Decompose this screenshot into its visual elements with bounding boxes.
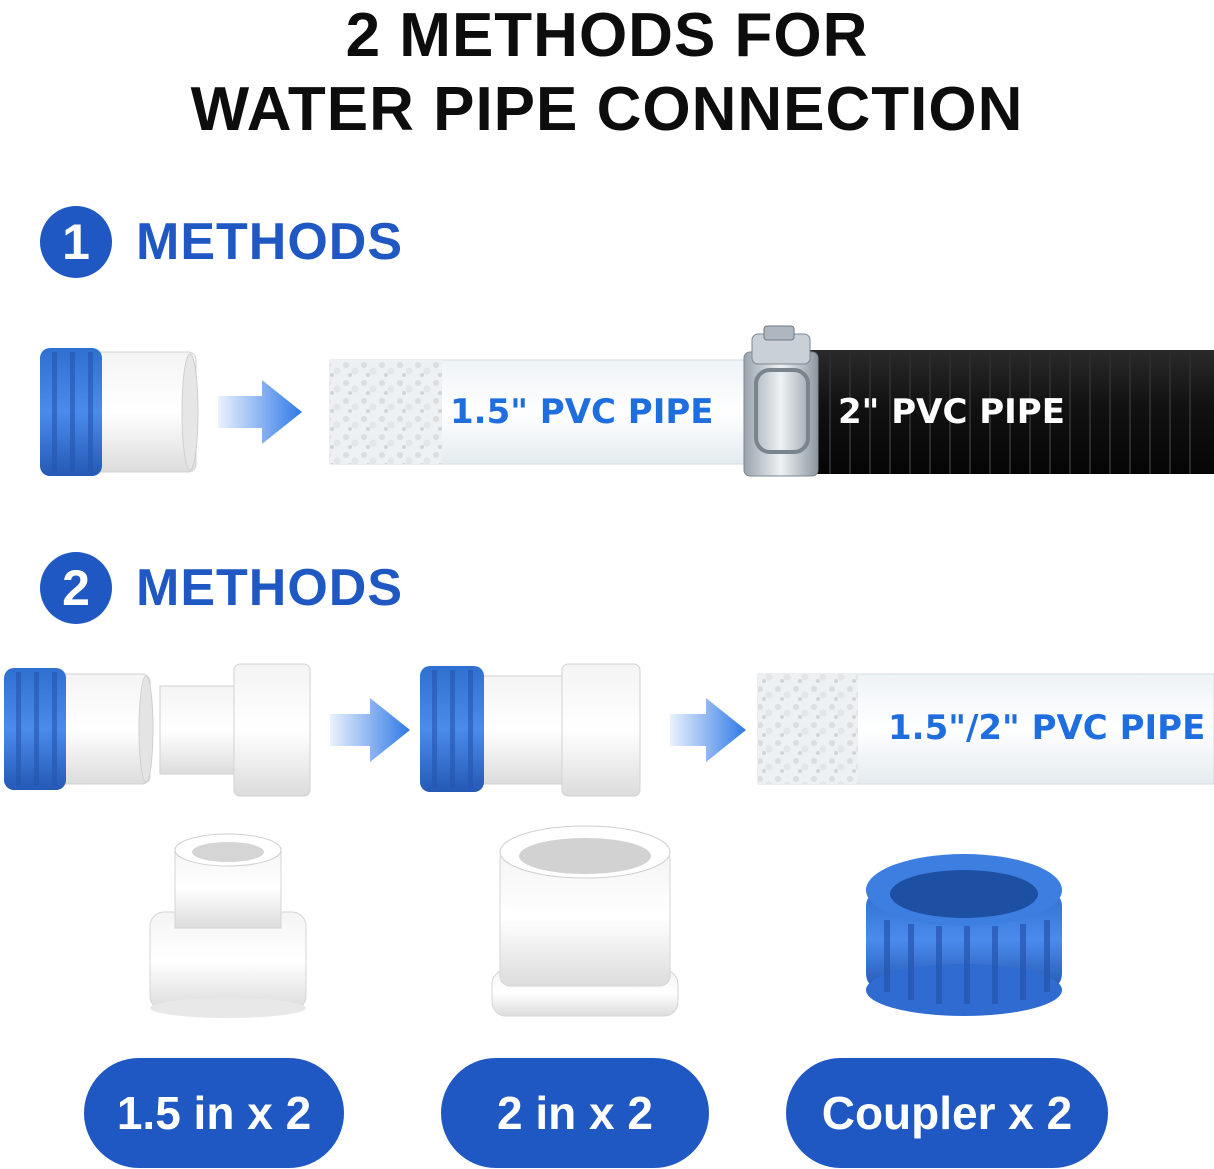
part-2in-adapter <box>491 825 679 1017</box>
pipe-label-1-5in: 1.5" PVC PIPE <box>450 392 714 432</box>
method-2-adapter-with-coupler <box>4 668 154 790</box>
method-1-arrow-icon <box>218 380 302 444</box>
method-1-adapter-with-coupler <box>40 348 199 476</box>
method-2-arrow-2-icon <box>670 698 746 762</box>
title-line-1: 2 METHODS FOR <box>345 1 869 70</box>
title-line-2: WATER PIPE CONNECTION <box>190 75 1024 144</box>
pipe-label-1-5in-2in: 1.5"/2" PVC PIPE <box>888 708 1206 748</box>
method-1-clear-pipe <box>329 359 751 465</box>
method-2-reducer-fitting <box>159 663 311 797</box>
method-2-label: METHODS <box>136 559 403 617</box>
method-1-black-hose <box>810 350 1214 474</box>
pipe-label-2in: 2" PVC PIPE <box>838 392 1065 432</box>
method-2-arrow-1-icon <box>330 698 410 762</box>
method-1-number-badge: 1 <box>40 206 112 278</box>
method-2-clear-pipe <box>757 673 1214 785</box>
part-1-quantity-badge: 1.5 in x 2 <box>84 1058 344 1168</box>
method-2-number-badge: 2 <box>40 552 112 624</box>
method-1-label: METHODS <box>136 213 403 271</box>
method-2-assembled-fitting <box>420 663 641 797</box>
part-3-quantity-badge: Coupler x 2 <box>786 1058 1108 1168</box>
hose-clamp-icon <box>743 325 819 477</box>
part-1-5in-adapter <box>149 833 307 1018</box>
part-2-quantity-badge: 2 in x 2 <box>441 1058 709 1168</box>
part-coupler <box>866 854 1062 1016</box>
